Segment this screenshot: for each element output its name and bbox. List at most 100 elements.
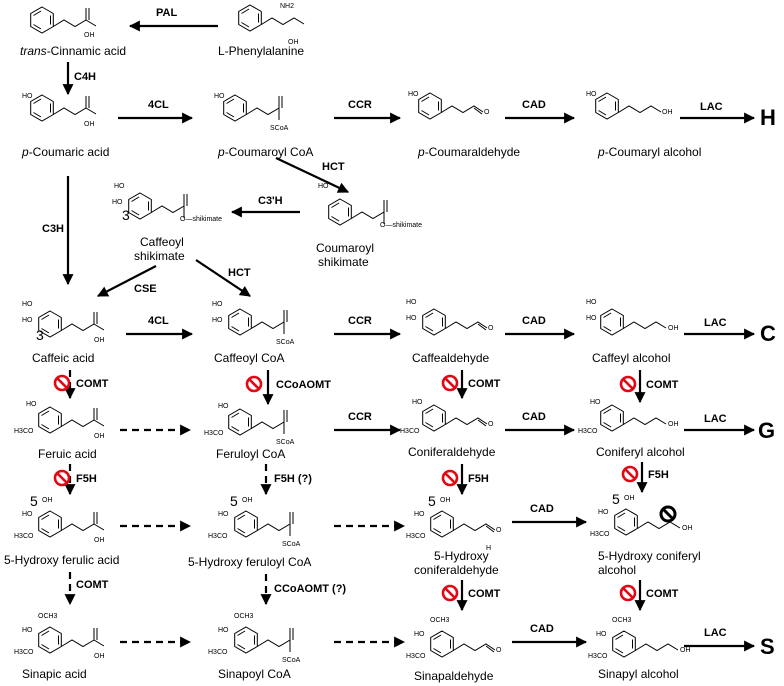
unit-c: C <box>760 321 776 346</box>
structure-sinapic-acid: OCH3 HO H3CO OH <box>14 613 105 660</box>
enzyme-ccr: CCR <box>348 99 372 111</box>
enzyme-comt: COMT <box>76 378 109 390</box>
label-p-coumaryl-alcohol: p-Coumaryl alcohol <box>597 145 701 159</box>
atom-o: O <box>484 109 490 116</box>
black-no-sign-icon <box>659 505 677 523</box>
enzyme-comt: COMT <box>646 588 679 600</box>
atom-och3: OCH3 <box>612 617 632 624</box>
atom-oh: OH <box>668 421 679 428</box>
arrow-cse <box>97 265 157 297</box>
atom-o: O <box>488 421 494 428</box>
atom-h3co: H3CO <box>14 533 34 540</box>
unit-h: H <box>760 105 776 130</box>
no-sign-icon <box>441 469 459 487</box>
enzyme-lac: LAC <box>704 627 727 639</box>
unit-s: S <box>760 634 775 659</box>
atom-ho: HO <box>596 631 607 638</box>
enzyme-lac: LAC <box>700 101 723 113</box>
atom-oh: OH <box>288 39 299 46</box>
atom-ho: HO <box>114 183 125 190</box>
structure-feruloyl-coa: HO H3CO SCoA <box>204 403 295 446</box>
atom-ho: HO <box>586 315 597 322</box>
atom-oh: OH <box>624 495 635 502</box>
enzyme-cad: CAD <box>530 503 554 515</box>
structure-coniferaldehyde: HO H3CO O <box>400 399 494 435</box>
atom-och3: OCH3 <box>38 613 58 620</box>
atom-ho: HO <box>406 315 417 322</box>
atom-h3co: H3CO <box>14 649 34 656</box>
atom-ho: HO <box>318 183 329 190</box>
atom-ho: HO <box>218 627 229 634</box>
structure-phenylalanine: NH2 OH <box>238 3 305 46</box>
label-p-coumaric-acid: p-Coumaric acid <box>21 145 109 159</box>
atom-ho: HO <box>22 317 33 324</box>
position-3: 3 <box>122 207 130 223</box>
enzyme-comt: COMT <box>76 579 109 591</box>
enzyme-cad: CAD <box>522 411 546 423</box>
unit-g: G <box>758 418 775 443</box>
label-5-hydroxy-coniferyl-1: 5-Hydroxy coniferyl <box>598 549 701 563</box>
position-5: 5 <box>612 491 620 507</box>
enzyme-cad: CAD <box>522 315 546 327</box>
label-coniferyl-alcohol: Coniferyl alcohol <box>596 445 685 459</box>
label-coumaroyl-shikimate-1: Coumaroyl <box>316 241 374 255</box>
label-ferulic-acid: Feruic acid <box>38 447 97 461</box>
enzyme-lac: LAC <box>704 317 727 329</box>
label-caffealdehyde: Caffealdehyde <box>412 351 490 365</box>
structure-cinnamic-acid: OH <box>30 6 97 39</box>
enzyme-ccr: CCR <box>348 411 372 423</box>
label-5-hydroxy-coniferaldehyde-1: 5-Hydroxy <box>434 549 489 563</box>
no-sign-icon <box>245 375 263 393</box>
label-caffeoyl-shikimate-2: shikimate <box>134 249 185 263</box>
structure-5-hydroxy-coniferyl-alcohol: 5 OH HO H3CO OH <box>590 491 693 538</box>
atom-h3co: H3CO <box>590 531 610 538</box>
atom-h3co: H3CO <box>14 428 34 435</box>
atom-scoa: SCoA <box>282 657 301 664</box>
enzyme-hct: HCT <box>322 161 345 173</box>
label-caffeyl-alcohol: Caffeyl alcohol <box>592 351 671 365</box>
atom-scoa: SCoA <box>282 541 301 548</box>
enzyme-c3h: C3H <box>42 223 64 235</box>
atom-h3co: H3CO <box>588 653 608 660</box>
no-sign-icon <box>619 375 637 393</box>
atom-och3: OCH3 <box>430 617 450 624</box>
label-5-hydroxy-coniferyl-2: alcohol <box>598 563 636 577</box>
atom-o-shikimate: O—shikimate <box>380 222 422 229</box>
structure-coumaroyl-shikimate: HO O—shikimate <box>318 183 422 229</box>
atom-oh: OH <box>84 32 95 39</box>
atom-oh: OH <box>242 497 253 504</box>
structure-coniferyl-alcohol: HO H3CO OH <box>578 399 679 435</box>
atom-ho: HO <box>586 299 597 306</box>
arrow-hct-1 <box>275 157 349 193</box>
atom-oh: OH <box>42 497 53 504</box>
no-sign-icon <box>619 584 637 602</box>
atom-oh: OH <box>668 325 679 332</box>
atom-oh: OH <box>680 647 691 654</box>
label-p-coumaroyl-coa: p-Coumaroyl CoA <box>217 145 313 159</box>
no-sign-icon <box>53 374 71 392</box>
structure-sinapaldehyde: OCH3 HO H3CO O <box>406 617 502 660</box>
label-trans-cinnamic-acid: trans-Cinnamic acid <box>20 44 126 58</box>
atom-h3co: H3CO <box>406 533 426 540</box>
no-sign-icon <box>621 465 639 483</box>
atom-h3co: H3CO <box>208 649 228 656</box>
atom-ho: HO <box>218 511 229 518</box>
atom-h3co: H3CO <box>204 430 224 437</box>
enzyme-comt: COMT <box>468 378 501 390</box>
structure-caffeoyl-shikimate: HO HO 3 O—shikimate <box>112 183 222 223</box>
enzyme-f5h: F5H <box>648 469 669 481</box>
atom-scoa: SCoA <box>276 439 295 446</box>
atom-ho: HO <box>406 299 417 306</box>
atom-o: O <box>496 647 502 654</box>
no-sign-icon <box>53 469 71 487</box>
structure-caffeyl-alcohol: HO HO OH <box>586 299 679 336</box>
structure-p-coumaraldehyde: HO O <box>408 91 490 120</box>
atom-h3co: H3CO <box>406 653 426 660</box>
atom-ho: HO <box>598 509 609 516</box>
atom-h: H <box>486 545 491 552</box>
enzyme-ccr: CCR <box>348 315 372 327</box>
atom-oh: OH <box>440 497 451 504</box>
label-sinapyl-alcohol: Sinapyl alcohol <box>598 667 679 681</box>
atom-ho: HO <box>26 401 37 408</box>
